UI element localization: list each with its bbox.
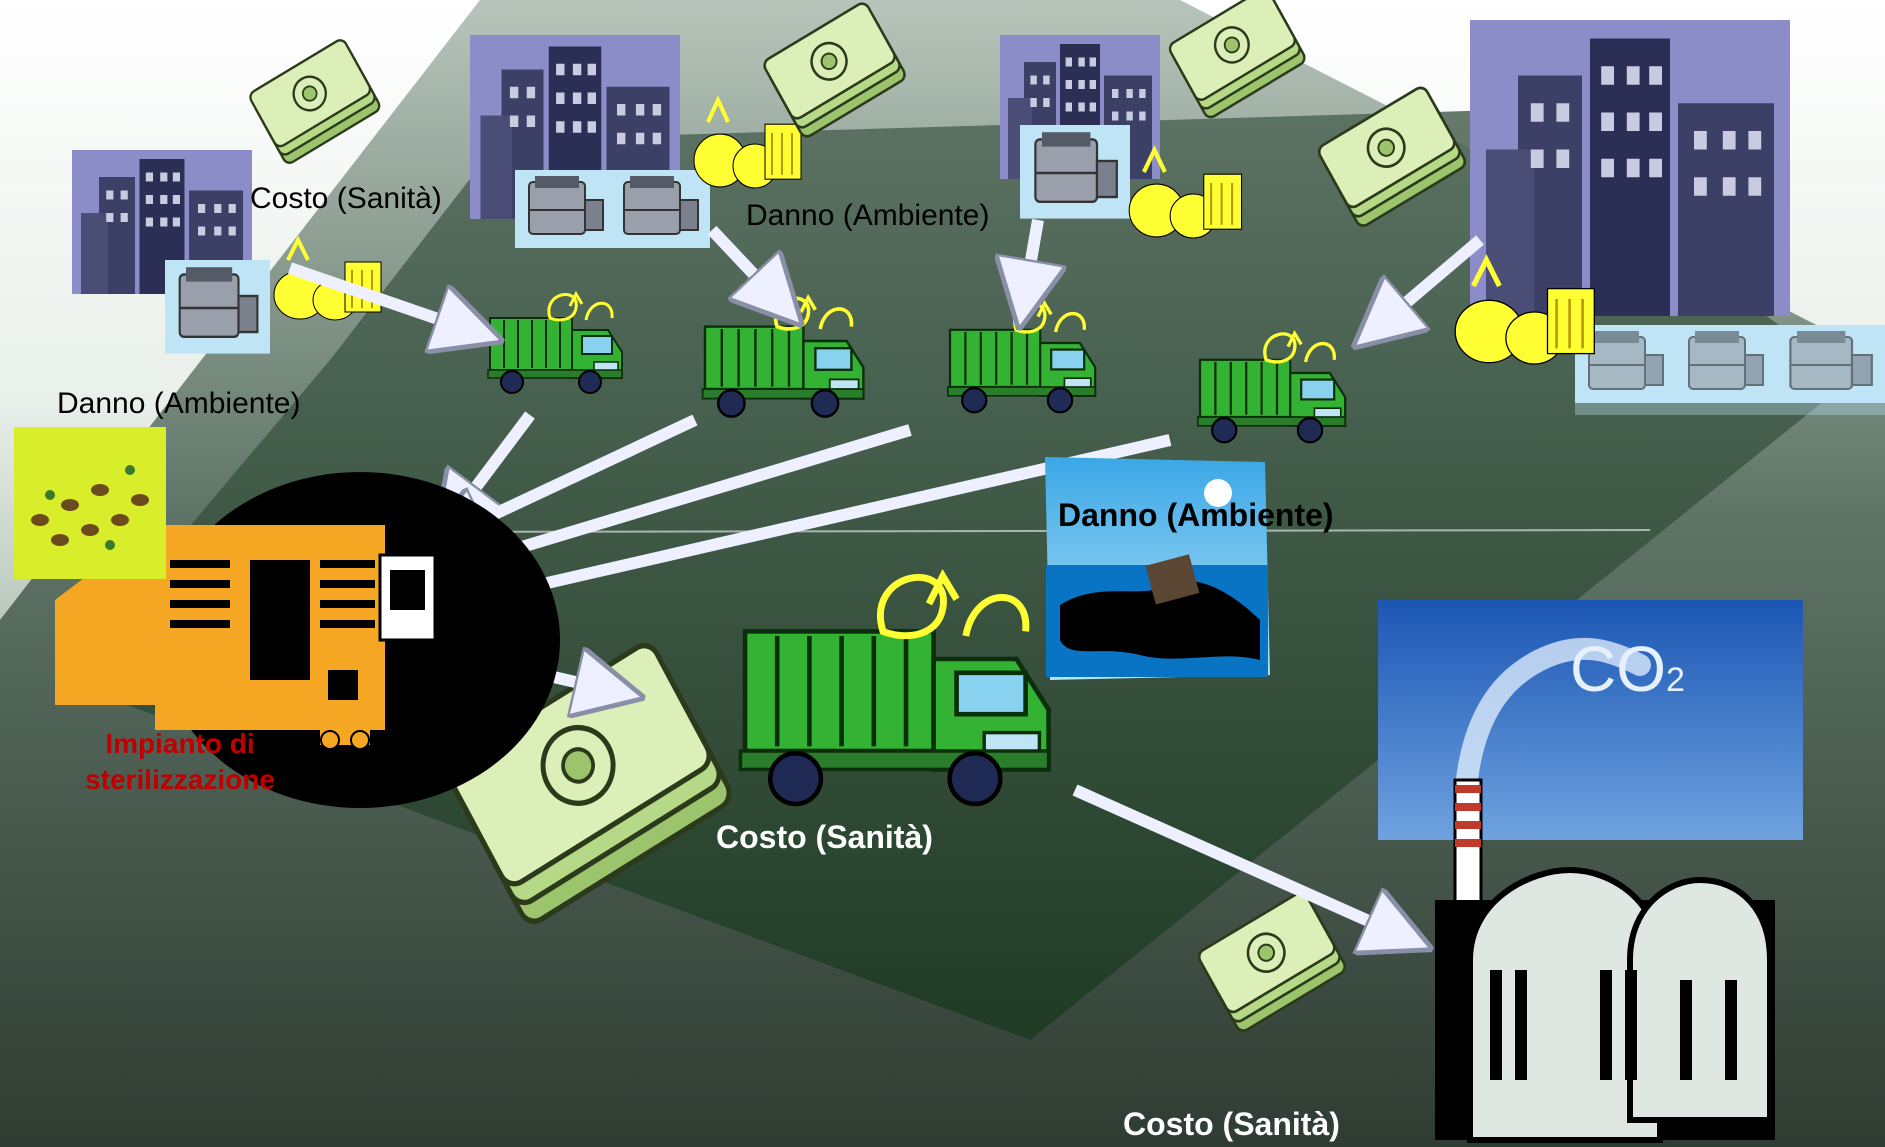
label-impianto-line1: Impianto di [105,728,255,759]
label-impianto-line2: sterilizzazione [85,764,275,795]
label-co2-text: CO [1570,633,1666,705]
co2-emission-icon [1378,600,1803,840]
sterilizer-machine-icon [609,169,711,249]
label-costo-sanita-bottom: Costo (Sanità) [1123,1106,1340,1142]
label-impianto-sterilizzazione: Impianto di sterilizzazione [70,726,290,798]
label-danno-ambiente-left: Danno (Ambiente) [57,387,301,420]
sterilization-plant-icon [55,472,560,808]
label-costo-sanita-top: Costo (Sanità) [250,182,442,215]
label-co2-sub: 2 [1666,661,1685,699]
money-stack-icon [246,36,383,167]
label-costo-sanita-center: Costo (Sanità) [716,819,933,855]
sterilizer-machine-icon [1018,123,1132,220]
label-danno-ambiente-top: Danno (Ambiente) [746,199,990,232]
sterilizer-machine-icon [514,169,616,249]
sterilizer-machine-icon [163,258,272,355]
incinerator-plant-icon [1435,778,1775,1143]
oil-spill-icon [1045,457,1270,680]
deforestation-icon [14,427,166,579]
hospital-building-4 [1470,20,1790,316]
label-co2: CO2 [1570,632,1685,706]
label-danno-ambiente-sea: Danno (Ambiente) [1058,497,1334,533]
